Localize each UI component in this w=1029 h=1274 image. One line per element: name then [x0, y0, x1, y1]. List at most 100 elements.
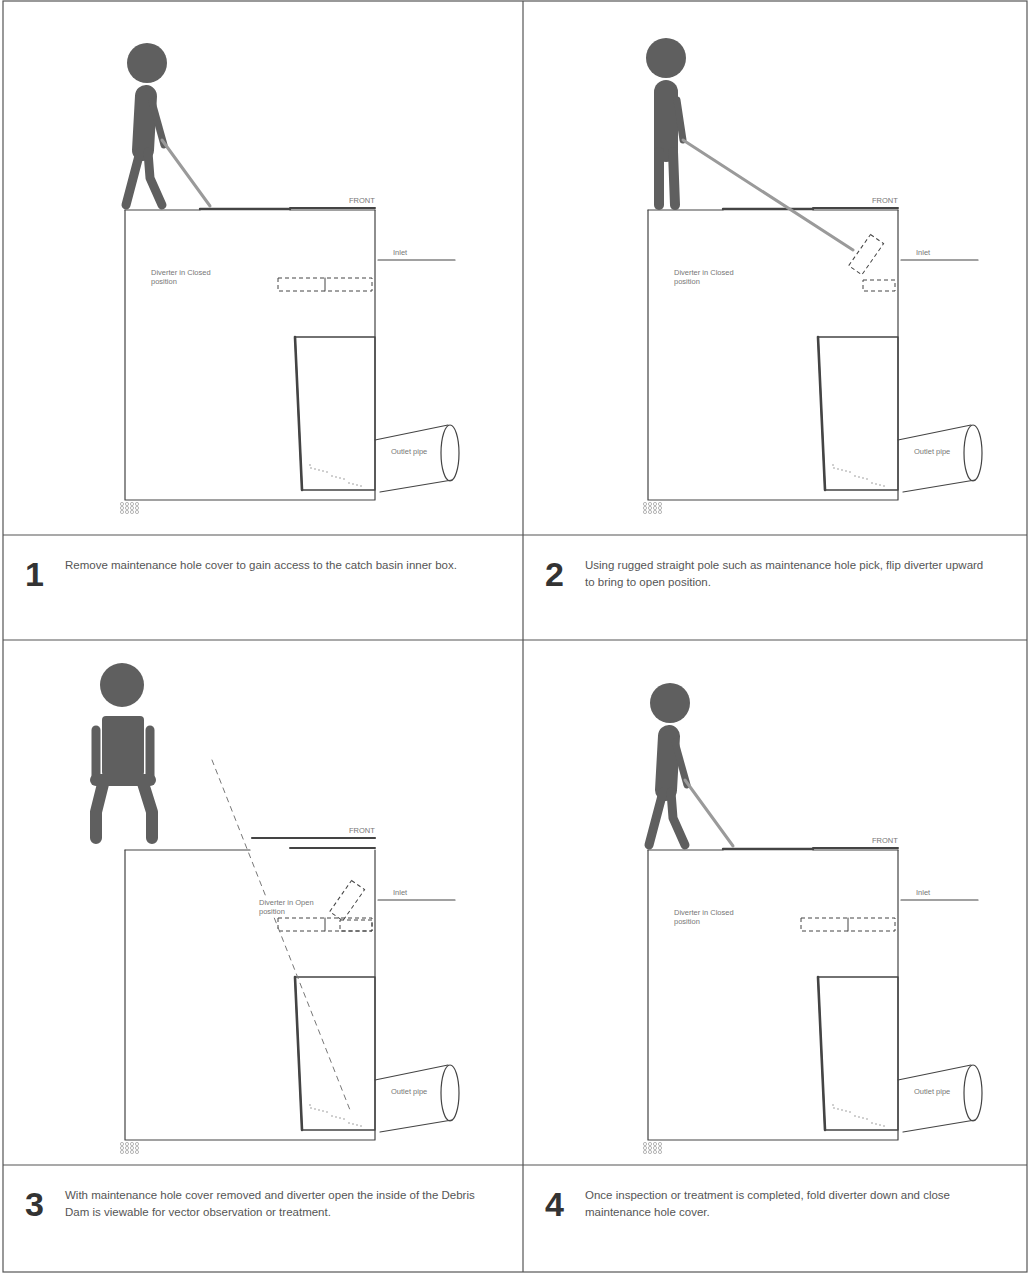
- catch-basin-illustration: [96, 663, 459, 1154]
- front-edge: [290, 207, 375, 209]
- pipe-end: [441, 1065, 459, 1121]
- gravel: [643, 502, 661, 513]
- step-number: 2: [545, 555, 564, 594]
- catch-basin-illustration: [643, 683, 982, 1154]
- leg: [671, 792, 685, 845]
- pole: [683, 140, 853, 250]
- basin-top: [813, 849, 898, 850]
- leg: [148, 152, 162, 205]
- hole-cover: [252, 837, 375, 839]
- weir: [295, 337, 375, 490]
- basin-top: [813, 209, 898, 210]
- weir-wall: [295, 977, 302, 1130]
- outlet-pipe: [375, 1065, 448, 1080]
- basin-top: [648, 849, 723, 850]
- part-label: Diverter in Closed position: [150, 268, 214, 286]
- leg: [142, 780, 152, 838]
- step-number: 1: [25, 555, 44, 594]
- leg: [126, 152, 140, 205]
- basin-top: [125, 209, 200, 210]
- front-edge: [290, 847, 375, 849]
- diverter-joint: [325, 278, 326, 291]
- weir: [818, 337, 898, 490]
- part-label: Diverter in Closed position: [673, 908, 737, 926]
- diverter-open: [849, 234, 884, 274]
- inlet-line: [901, 259, 978, 260]
- diverter-joint: [848, 918, 849, 931]
- hips: [96, 774, 150, 786]
- arm: [677, 100, 683, 140]
- basin-top: [290, 209, 375, 210]
- part-label: Inlet: [915, 888, 931, 897]
- part-label: Diverter in Closed position: [673, 268, 737, 286]
- part-label: Outlet pipe: [913, 1087, 951, 1096]
- sump-sediment: [832, 464, 885, 487]
- part-label: Outlet pipe: [390, 447, 428, 456]
- inlet-line: [378, 899, 455, 900]
- part-label: FRONT: [348, 826, 376, 835]
- part-label: Diverter in Open position: [258, 898, 322, 916]
- diverter: [801, 918, 895, 931]
- part-label: Outlet pipe: [390, 1087, 428, 1096]
- outlet-pipe: [903, 1120, 975, 1132]
- diverter: [278, 278, 372, 291]
- step-number: 4: [545, 1185, 564, 1224]
- step-number: 3: [25, 1185, 44, 1224]
- worker-figure: [96, 663, 350, 1110]
- basin-box: [125, 850, 375, 1140]
- leg: [649, 792, 663, 845]
- worker-figure: [649, 683, 733, 846]
- part-label: Inlet: [392, 248, 408, 257]
- weir: [295, 977, 375, 1130]
- arm: [146, 730, 155, 780]
- part-label: Inlet: [915, 248, 931, 257]
- gravel: [643, 1142, 661, 1153]
- part-label: Outlet pipe: [913, 447, 951, 456]
- step-caption: With maintenance hole cover removed and …: [65, 1187, 475, 1220]
- diverter-open: [330, 880, 365, 920]
- outlet-pipe: [903, 480, 975, 492]
- pole: [162, 140, 210, 206]
- pipe-end: [964, 1065, 982, 1121]
- weir-wall: [818, 977, 825, 1130]
- basin-top: [125, 849, 250, 850]
- weir: [818, 977, 898, 1130]
- arm: [92, 730, 101, 780]
- hole-cover: [200, 208, 290, 210]
- torso: [666, 736, 669, 790]
- inlet-line: [901, 899, 978, 900]
- catch-basin-illustration: [643, 38, 982, 514]
- hole-cover: [723, 208, 813, 210]
- sump-sediment: [309, 1104, 362, 1127]
- pole: [685, 780, 733, 846]
- leg: [96, 780, 104, 838]
- step-caption: Using rugged straight pole such as maint…: [585, 557, 995, 590]
- caption-cell: 2 Using rugged straight pole such as main…: [523, 535, 1027, 640]
- outlet-pipe: [380, 1120, 452, 1132]
- sump-sediment: [832, 1104, 885, 1127]
- basin-box: [125, 210, 375, 500]
- leg: [673, 152, 675, 205]
- step-caption: Remove maintenance hole cover to gain ac…: [65, 557, 475, 574]
- weir-wall: [818, 337, 825, 490]
- leg: [654, 152, 664, 205]
- basin-box: [648, 850, 898, 1140]
- caption-cell: 1 Remove maintenance hole cover to gain a…: [3, 535, 523, 640]
- sight-line: [212, 760, 350, 1110]
- part-label: FRONT: [871, 836, 899, 845]
- diverter: [278, 918, 372, 931]
- worker-figure: [646, 38, 853, 250]
- hole-cover: [723, 848, 813, 850]
- part-label: FRONT: [348, 196, 376, 205]
- weir-wall: [295, 337, 302, 490]
- part-label: FRONT: [871, 196, 899, 205]
- pipe-end: [964, 425, 982, 481]
- diverter-base: [340, 920, 372, 931]
- part-label: Inlet: [392, 888, 408, 897]
- catch-basin-illustration: [120, 43, 459, 514]
- caption-cell: 4Once inspection or treatment is complet…: [523, 1165, 1027, 1272]
- gravel: [120, 502, 138, 513]
- basin-box: [648, 210, 898, 500]
- inlet-line: [378, 259, 455, 260]
